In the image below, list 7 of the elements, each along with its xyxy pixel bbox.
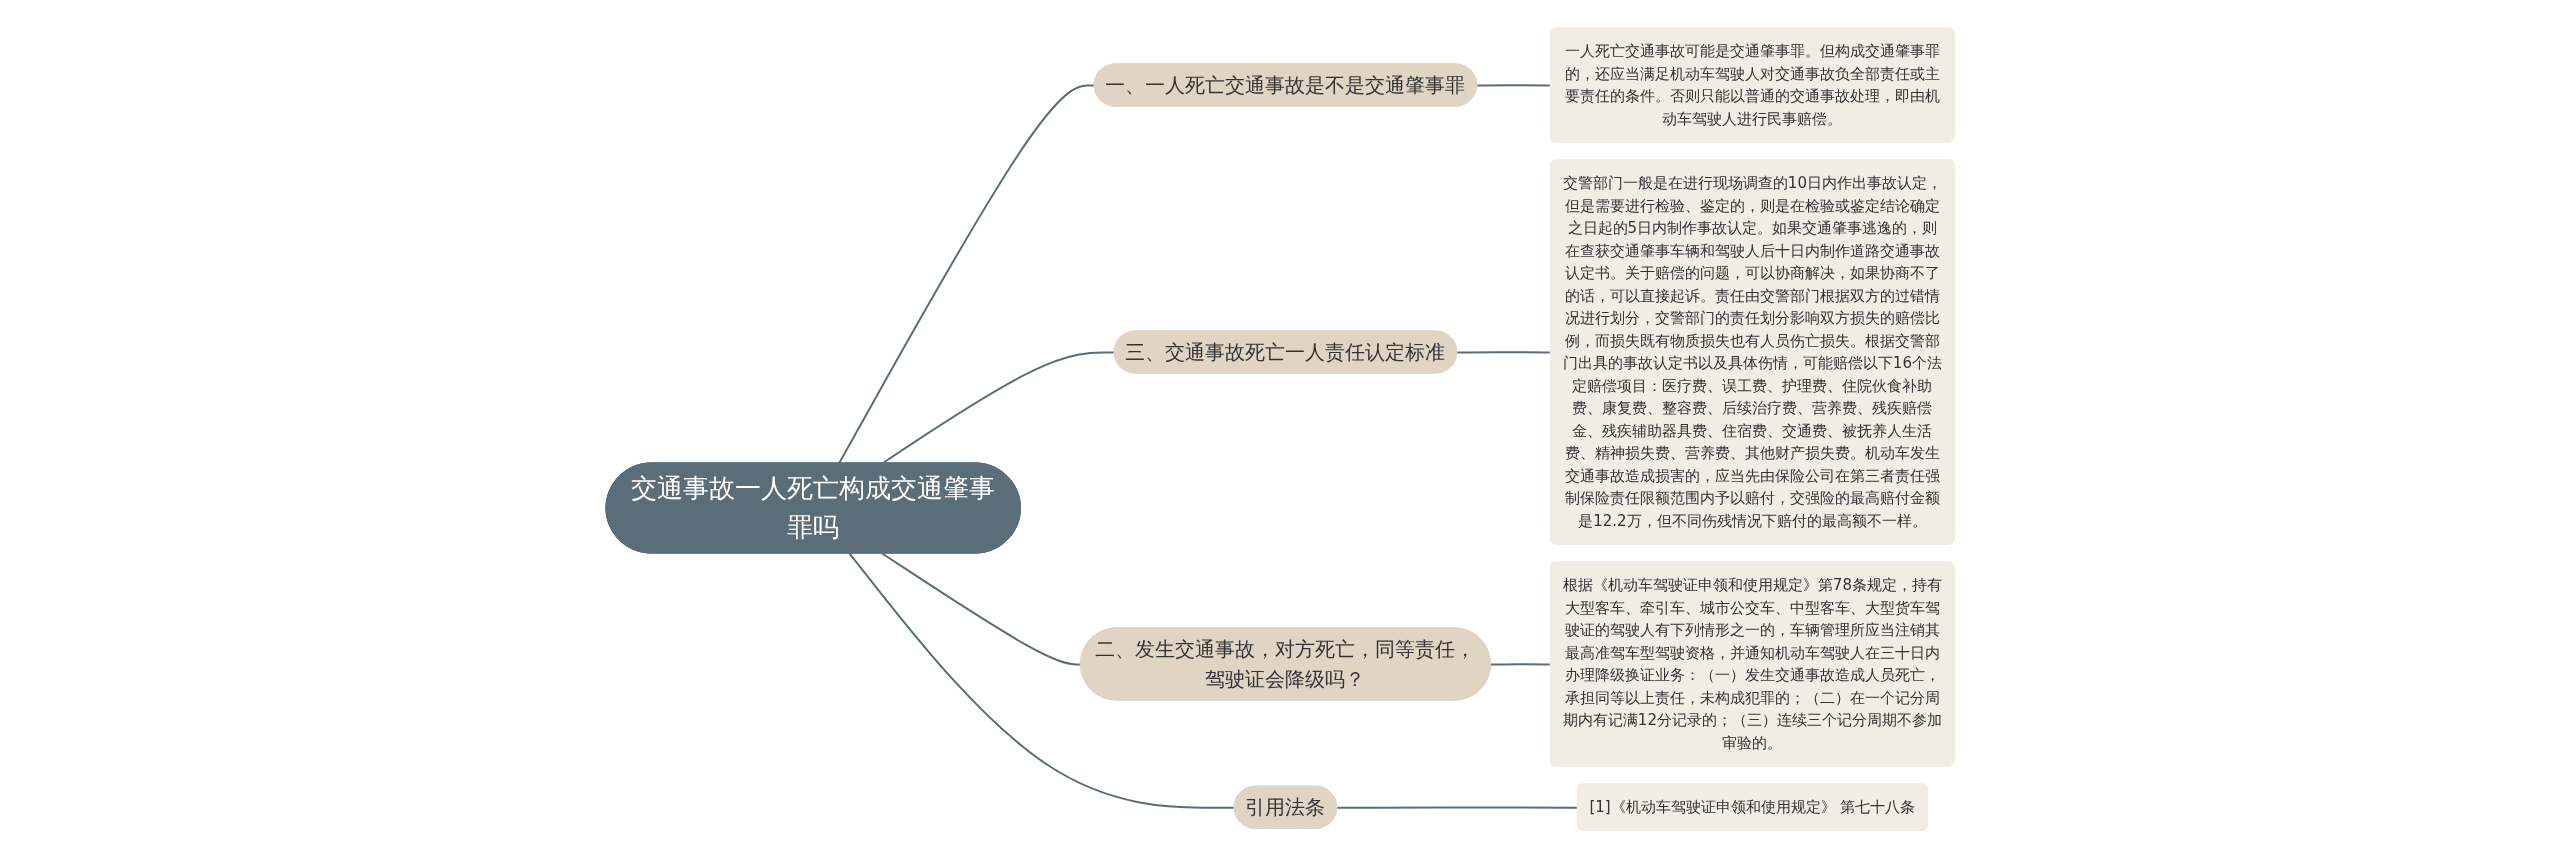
connector — [1455, 351, 1552, 354]
connector — [1489, 663, 1552, 666]
connector — [1335, 806, 1579, 809]
connector — [880, 552, 1082, 666]
connector — [837, 84, 1096, 465]
connector — [1475, 84, 1552, 87]
connector — [880, 351, 1116, 465]
